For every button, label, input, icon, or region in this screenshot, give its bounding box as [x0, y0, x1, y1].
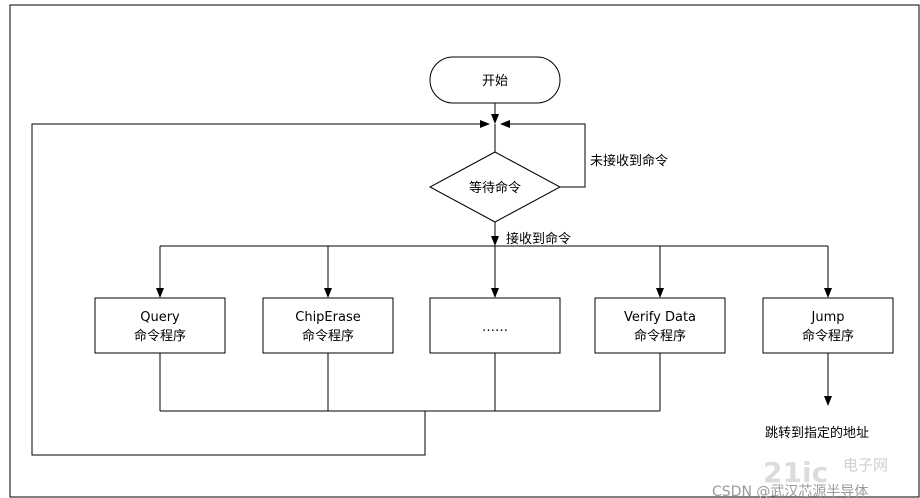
jump-program-name: Jump [811, 310, 845, 325]
watermark-credit: CSDN @武汉芯源半导体 [712, 484, 868, 498]
return-loop [31, 120, 490, 456]
diagram-frame [9, 4, 920, 498]
ellipsis-program-box [429, 297, 561, 354]
jump-program-suffix: 命令程序 [802, 328, 854, 344]
jump-target-label: 跳转到指定的地址 [765, 425, 869, 441]
received-label: 接收到命令 [506, 231, 571, 247]
query-program-name: Query [140, 310, 180, 325]
not-received-loop [500, 120, 586, 188]
not-received-label: 未接收到命令 [590, 153, 668, 169]
verify-program-name: Verify Data [624, 310, 696, 325]
watermark-logo: 21ic [763, 456, 828, 489]
verify-program-box [594, 297, 726, 354]
wait-label: 等待命令 [469, 180, 521, 196]
start-label: 开始 [482, 74, 508, 89]
chiperase-program-name: ChipErase [295, 310, 360, 325]
watermark-logo-cn: 电子网 [843, 456, 888, 474]
jump-program-box [762, 297, 894, 354]
chiperase-program-box [262, 297, 394, 354]
query-program-suffix: 命令程序 [134, 328, 186, 344]
query-program-box [94, 297, 226, 354]
ellipsis-program-name: …… [482, 320, 508, 335]
chiperase-program-suffix: 命令程序 [302, 328, 354, 344]
verify-program-suffix: 命令程序 [634, 328, 686, 344]
